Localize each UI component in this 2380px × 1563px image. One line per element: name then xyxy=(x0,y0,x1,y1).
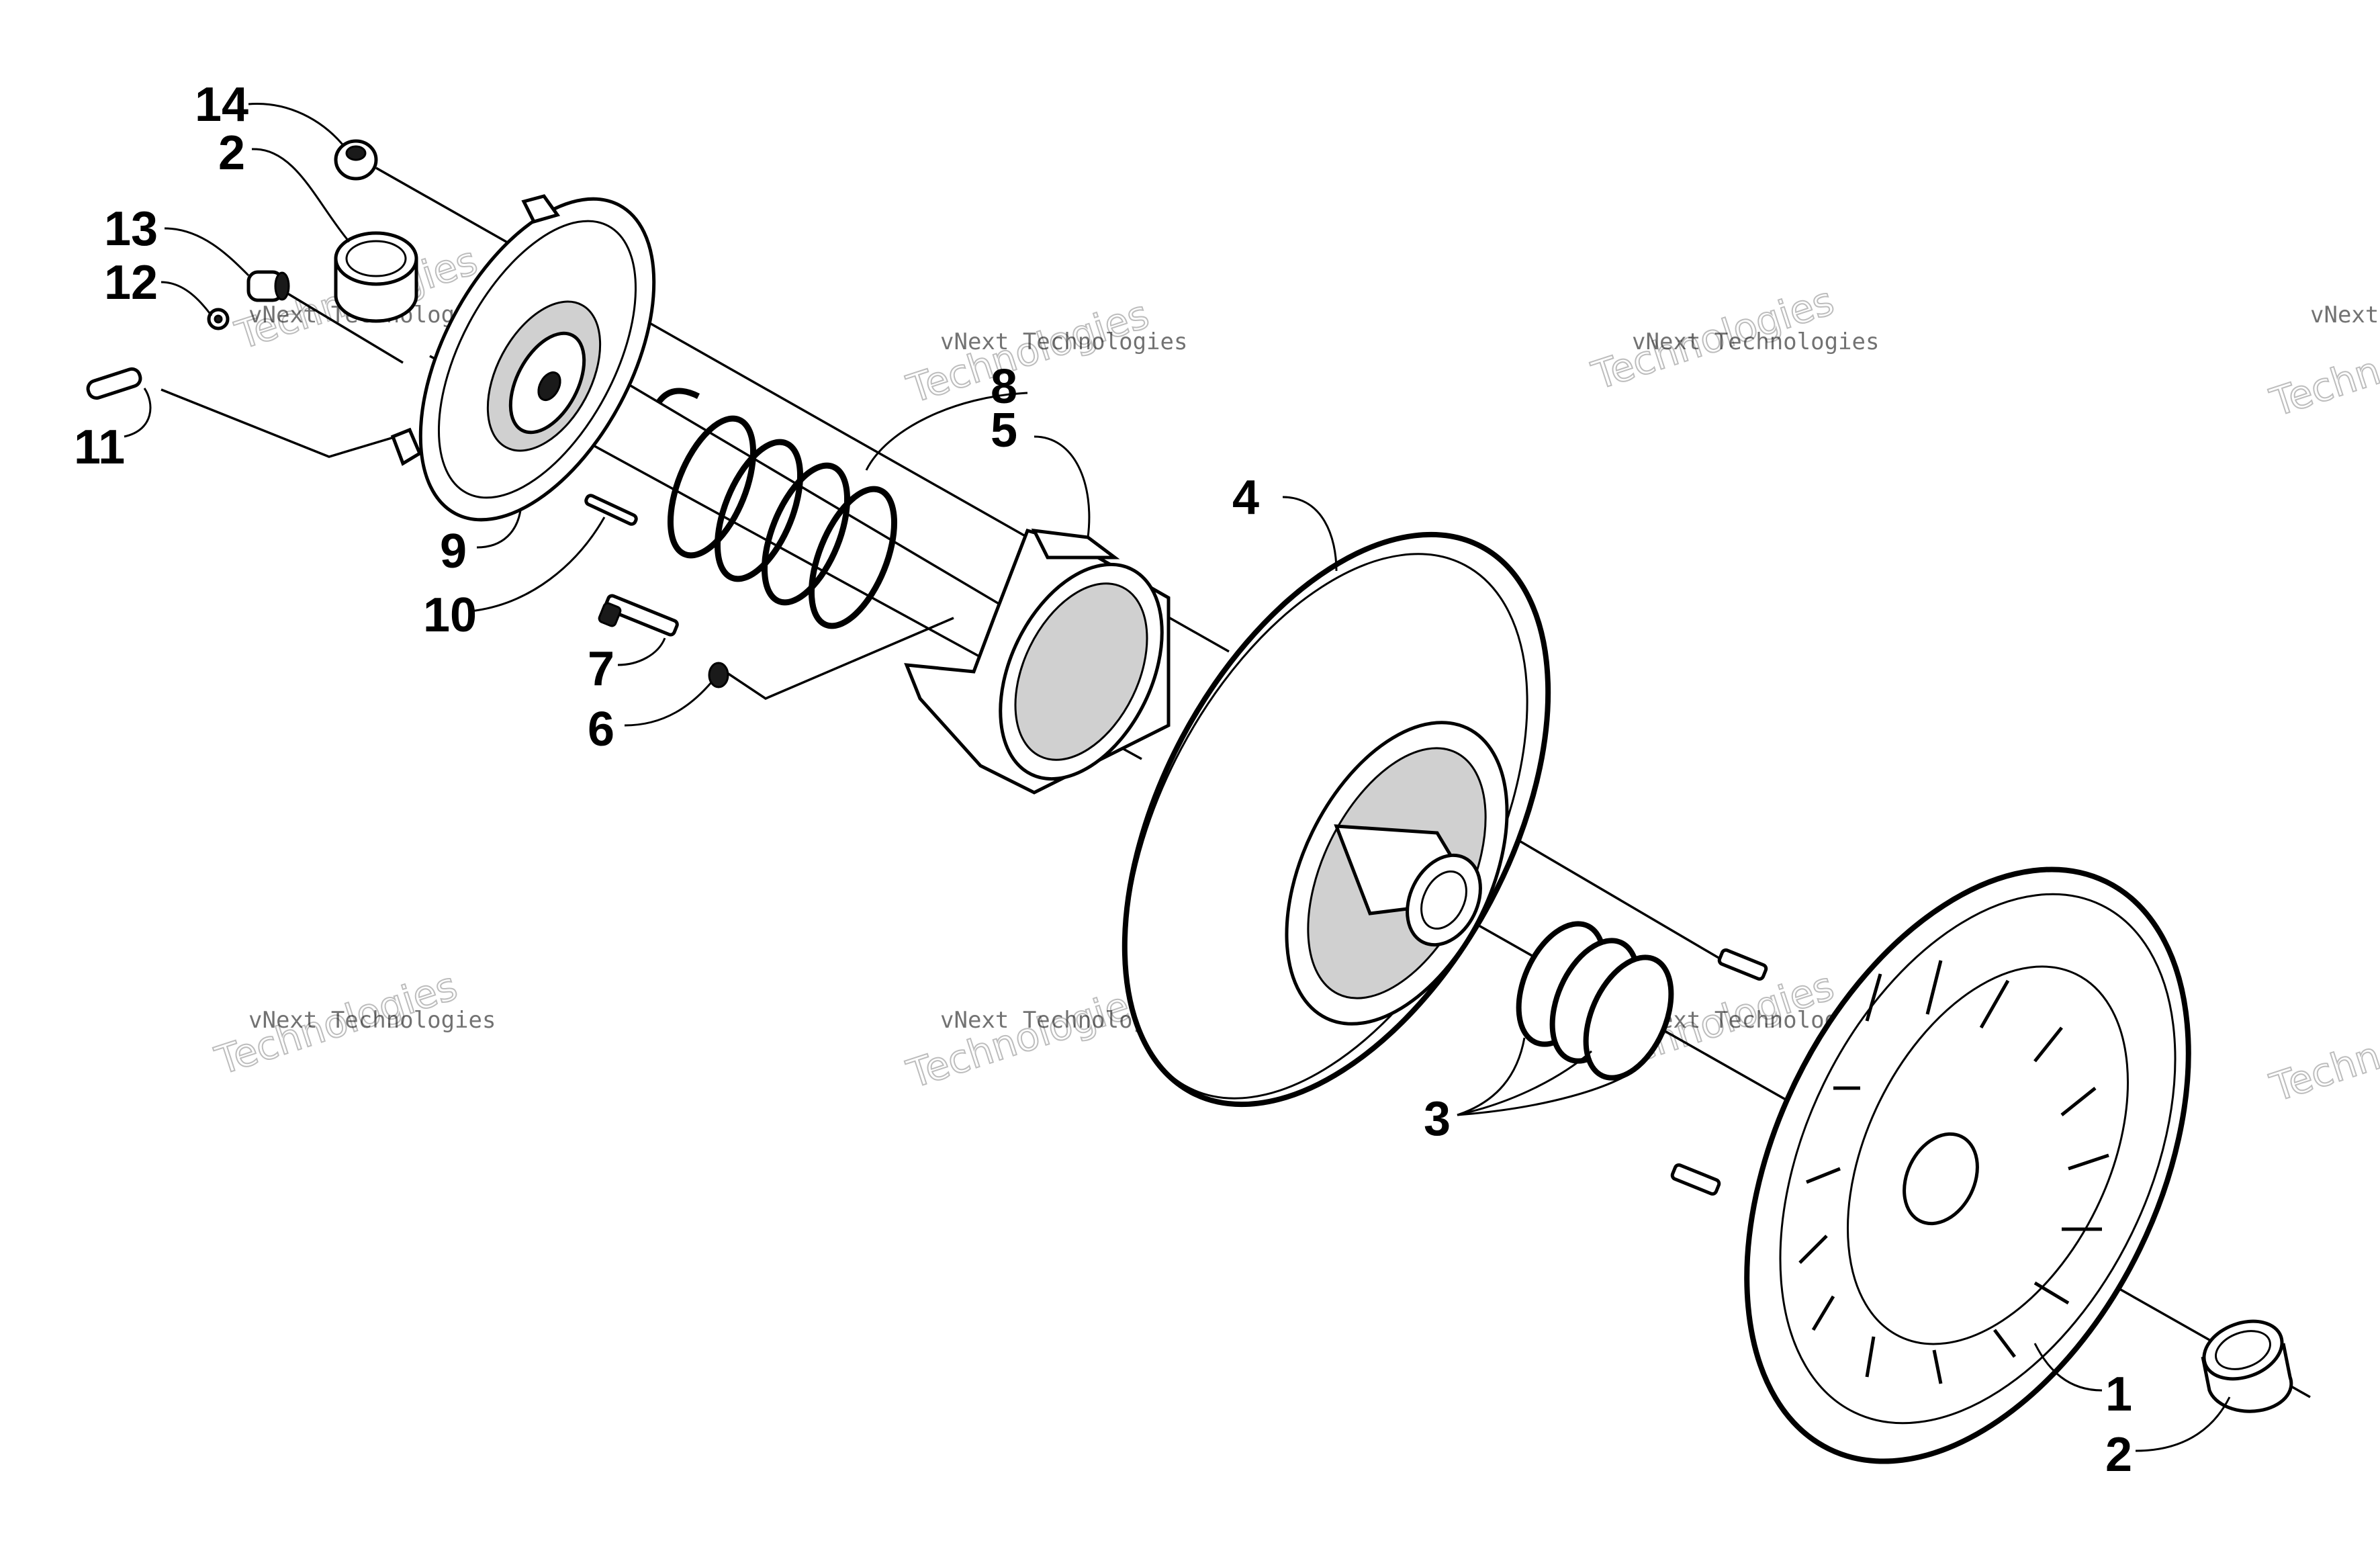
part-11-pin xyxy=(86,367,142,400)
watermark-text-7: vNext Technologies xyxy=(2310,302,2380,328)
callout-7: 7 xyxy=(588,642,614,696)
leader-lines xyxy=(124,102,2231,1452)
part-5-cam xyxy=(904,528,1171,795)
callout-labels: 14 2 13 12 11 9 10 7 6 8 5 4 3 1 2 xyxy=(74,78,2132,1482)
watermark-text-2: vNext Technologies xyxy=(940,328,1187,355)
callout-12: 12 xyxy=(104,256,158,310)
callout-1: 1 xyxy=(2105,1368,2132,1421)
watermark-5: Technologies xyxy=(901,976,1154,1098)
part-10-pin xyxy=(584,494,638,526)
callout-2-bottom: 2 xyxy=(2105,1428,2132,1482)
part-7-screw xyxy=(598,594,679,637)
part-4-moveable-sheave xyxy=(1122,531,1551,1108)
callout-14: 14 xyxy=(195,78,248,132)
fixed-sheave-fins xyxy=(1798,960,2109,1384)
callout-13: 13 xyxy=(104,202,158,256)
callout-8: 8 xyxy=(991,360,1017,414)
part-12-washer xyxy=(207,308,230,330)
part-6-nut xyxy=(708,662,729,688)
watermark-text-3: vNext Technologies xyxy=(1632,328,1879,355)
part-14-nut xyxy=(334,139,378,181)
svg-text:Technologies: Technologies xyxy=(2264,990,2380,1111)
part-9-spider-plate xyxy=(390,194,656,522)
callout-4: 4 xyxy=(1232,471,1259,525)
callout-9: 9 xyxy=(440,525,467,578)
callout-6: 6 xyxy=(588,703,614,756)
callout-5: 5 xyxy=(991,404,1017,457)
svg-text:Technologies: Technologies xyxy=(901,977,1154,1098)
part-2-bushing-bottom xyxy=(2201,1319,2293,1413)
part-2-bushing-top xyxy=(334,231,418,323)
callout-3: 3 xyxy=(1424,1092,1451,1146)
watermark-text-4: vNext Technologies xyxy=(248,1007,496,1034)
part-8-spring xyxy=(655,388,898,629)
callout-2-top: 2 xyxy=(218,126,245,180)
part-3-spring-set xyxy=(1516,921,1674,1081)
callout-10: 10 xyxy=(423,588,477,642)
part-1-fixed-sheave xyxy=(1670,866,2191,1464)
callout-11: 11 xyxy=(74,420,125,474)
part-13-roller xyxy=(246,270,290,302)
watermark-8: Technologies xyxy=(2264,989,2380,1112)
